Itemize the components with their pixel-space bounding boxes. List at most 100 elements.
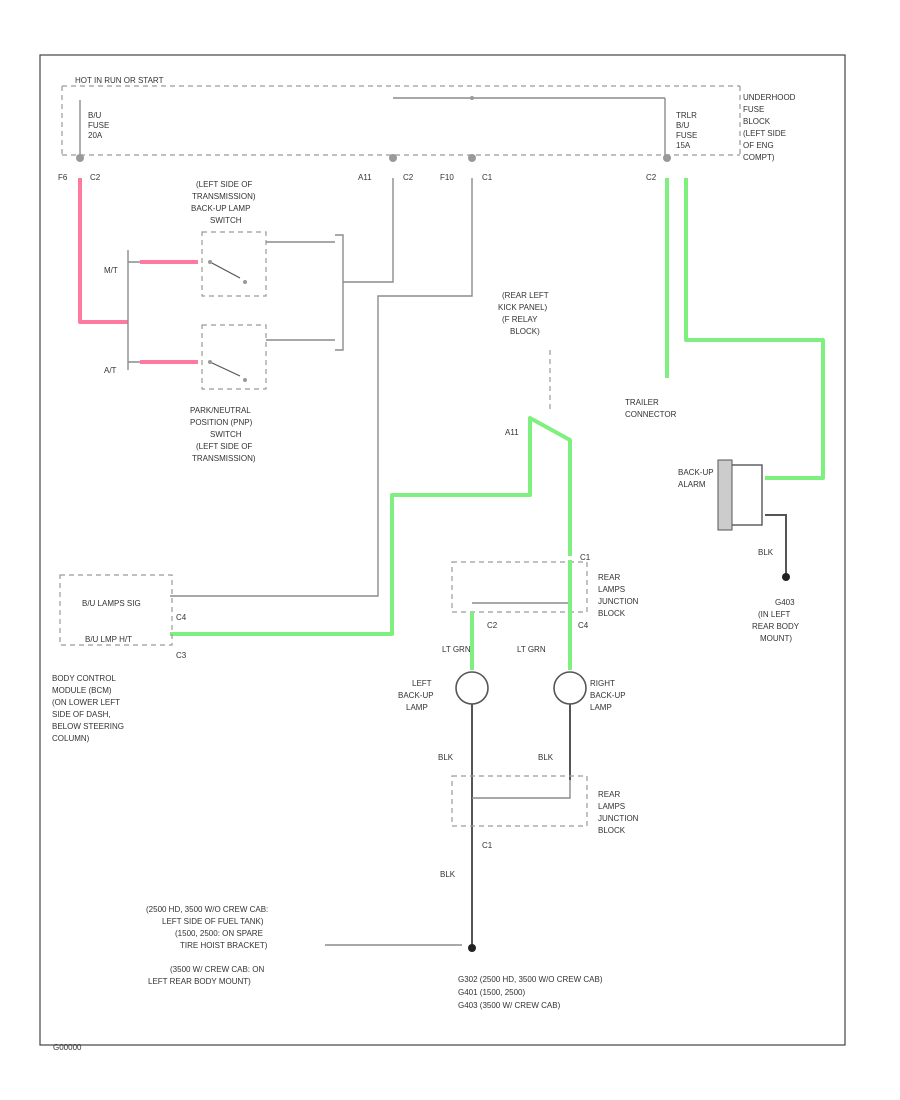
bcm-signal-wire	[170, 178, 473, 597]
pin-label: A11	[358, 173, 372, 182]
wire-color-label: BLK	[758, 548, 774, 557]
mt-switch-label: BACK-UP LAMP	[191, 204, 250, 213]
pnp-switch-label: SWITCH	[210, 430, 242, 439]
switch-branch-wire	[127, 250, 140, 370]
connector-label: C2	[403, 173, 414, 182]
backup-alarm-label: ALARM	[678, 480, 706, 489]
ground-icon	[782, 573, 790, 581]
ground-note: TIRE HOIST BRACKET)	[180, 941, 268, 950]
fuse-block-label: (LEFT SIDE	[743, 129, 786, 138]
junction-block-label: REAR	[598, 790, 620, 799]
switch-contact-icon	[209, 361, 241, 377]
left-backup-lamp-icon	[455, 671, 489, 705]
ground-list-item: G302 (2500 HD, 3500 W/O CREW CAB)	[458, 975, 603, 984]
backup-fuse-feed-wire	[78, 178, 128, 324]
bcm-label: SIDE OF DASH,	[52, 710, 111, 719]
trailer-fuse-label: TRLR	[676, 111, 697, 120]
backup-alarm-label: BACK-UP	[678, 468, 714, 477]
relay-block-label: (REAR LEFT	[502, 291, 549, 300]
relay-block-label: BLOCK)	[510, 327, 540, 336]
trailer-fuse-rating: 15A	[676, 141, 691, 150]
mt-backup-switch	[201, 231, 267, 297]
alarm-speaker-icon	[717, 459, 733, 531]
trailer-connector-label: TRAILER	[625, 398, 659, 407]
left-lamp-label: LAMP	[406, 703, 428, 712]
ground-note: (3500 W/ CREW CAB: ON	[170, 965, 264, 974]
fuse-block-label: COMPT)	[743, 153, 775, 162]
connector-label: C4	[578, 621, 589, 630]
connector-label: C2	[646, 173, 657, 182]
fuse-block-label: UNDERHOOD	[743, 93, 796, 102]
ground-icon	[468, 944, 476, 952]
ground-list-item: G403 (3500 W/ CREW CAB)	[458, 1001, 561, 1010]
diagram-code: G00000	[53, 1043, 82, 1052]
rear-lamps-junction-block	[451, 775, 588, 827]
connector-node	[76, 154, 84, 162]
relay-block-label: KICK PANEL)	[498, 303, 548, 312]
ground-note: (1500, 2500: ON SPARE	[175, 929, 263, 938]
pin-label: F6	[58, 173, 68, 182]
backup-fuse-label: FUSE	[88, 121, 109, 130]
bcm-label: MODULE (BCM)	[52, 686, 112, 695]
backup-lamp-feed-wire	[470, 560, 572, 670]
right-lamp-label: BACK-UP	[590, 691, 626, 700]
connector-label: C1	[482, 173, 493, 182]
alarm-ground-wire	[765, 514, 787, 576]
junction-block-label: REAR	[598, 573, 620, 582]
wire-color-label: BLK	[538, 753, 554, 762]
connector-label: C1	[482, 841, 493, 850]
diagram-frame	[39, 54, 846, 1046]
left-lamp-label: LEFT	[412, 679, 432, 688]
ground-note: LEFT SIDE OF FUEL TANK)	[162, 917, 264, 926]
wire-color-label: BLK	[440, 870, 456, 879]
bcm-label: BODY CONTROL	[52, 674, 116, 683]
connector-label: C2	[487, 621, 498, 630]
backup-alarm-wire	[684, 178, 825, 480]
wire-color-label: BLK	[438, 753, 454, 762]
junction-block-label: JUNCTION	[598, 597, 639, 606]
mt-switch-label: (LEFT SIDE OF	[196, 180, 252, 189]
fuse-block-label: BLOCK	[743, 117, 771, 126]
ground-label: G403	[775, 598, 795, 607]
switch-output-wire	[266, 234, 344, 351]
bcm-label: COLUMN)	[52, 734, 90, 743]
trailer-fuse-label: B/U	[676, 121, 690, 130]
wire-color-label: LT GRN	[517, 645, 546, 654]
switch-pin	[208, 360, 212, 364]
switch-pin	[243, 280, 247, 284]
backup-fuse-rating: 20A	[88, 131, 103, 140]
pin-label: F10	[440, 173, 454, 182]
bcm-label: BELOW STEERING	[52, 722, 124, 731]
junction-block-label: BLOCK	[598, 609, 626, 618]
pnp-switch-label: POSITION (PNP)	[190, 418, 253, 427]
pnp-switch-label: TRANSMISSION)	[192, 454, 256, 463]
relay-block-label: (F RELAY	[502, 315, 538, 324]
backup-alarm	[729, 464, 763, 526]
mt-label: M/T	[104, 266, 118, 275]
hot-in-run-label: HOT IN RUN OR START	[75, 76, 164, 85]
bcm-to-lamp-wire	[170, 416, 572, 636]
mt-switch-label: SWITCH	[210, 216, 242, 225]
bcm-label: (ON LOWER LEFT	[52, 698, 120, 707]
ground-label: (IN LEFT	[758, 610, 791, 619]
pnp-switch-label: (LEFT SIDE OF	[196, 442, 252, 451]
switch-pin	[243, 378, 247, 382]
splice-node	[470, 96, 474, 100]
pnp-switch-label: PARK/NEUTRAL	[190, 406, 251, 415]
ground-note: (2500 HD, 3500 W/O CREW CAB:	[146, 905, 268, 914]
fuse-block-label: FUSE	[743, 105, 764, 114]
wire-color-label: LT GRN	[442, 645, 471, 654]
bcm-pin-label: B/U LMP H/T	[85, 635, 132, 644]
connector-node	[389, 154, 397, 162]
switch-to-fuse-wire	[343, 178, 394, 283]
junction-block-label: BLOCK	[598, 826, 626, 835]
connector-label: C1	[580, 553, 591, 562]
pin-label: A11	[505, 428, 519, 437]
trailer-connector-label: CONNECTOR	[625, 410, 677, 419]
right-lamp-label: RIGHT	[590, 679, 615, 688]
connector-label: C3	[176, 651, 187, 660]
rear-lamps-junction-block	[451, 561, 588, 613]
junction-block-label: LAMPS	[598, 802, 625, 811]
backup-fuse-label: B/U	[88, 111, 102, 120]
